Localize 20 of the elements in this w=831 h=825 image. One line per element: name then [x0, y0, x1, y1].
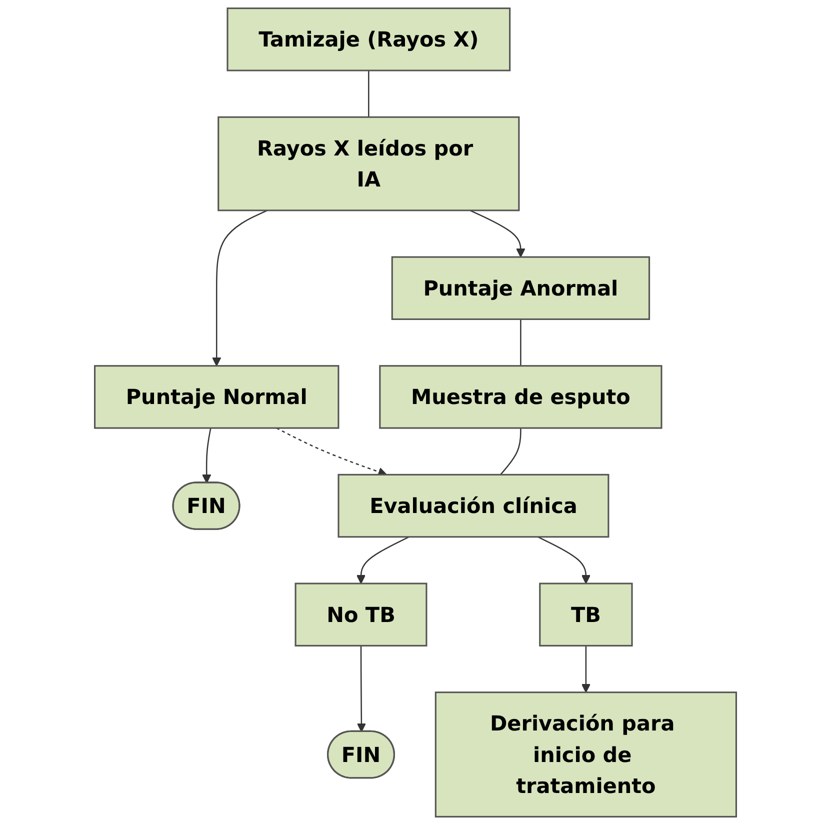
- arrow: [212, 210, 268, 366]
- connector: [368, 70, 370, 118]
- node-box: Muestra de esputo: [379, 365, 662, 429]
- connector: [520, 319, 522, 366]
- node-box: Puntaje Normal: [94, 365, 340, 429]
- arrow: [356, 536, 410, 584]
- node-box: TB: [539, 582, 633, 646]
- node-box: Evaluación clínica: [338, 474, 610, 538]
- arrow: [537, 536, 590, 584]
- node-box: Derivación para inicio de tratamiento: [434, 692, 737, 818]
- arrow: [202, 428, 212, 484]
- arrow: [581, 646, 590, 693]
- node-box: Puntaje Anormal: [391, 256, 650, 320]
- arrow: [470, 210, 526, 258]
- connector: [500, 428, 522, 476]
- node-box: No TB: [294, 582, 428, 646]
- node-box: Tamizaje (Rayos X): [226, 8, 511, 72]
- arrow: [356, 646, 366, 732]
- arrow: [276, 428, 387, 476]
- node-box: Rayos X leídos por IA: [218, 116, 520, 212]
